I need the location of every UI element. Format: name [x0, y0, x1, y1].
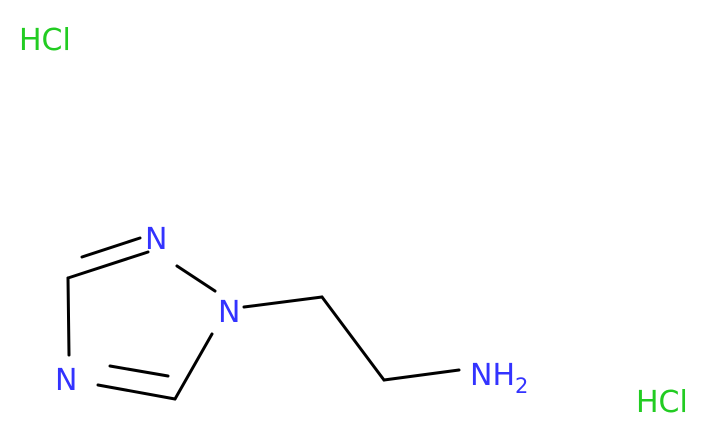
amine-nh-label: NH [470, 358, 515, 393]
hcl-label: HCl [19, 23, 71, 58]
bond-c5-n1 [173, 332, 214, 401]
bond-group [66, 236, 461, 401]
bond-n1-ch2 [242, 295, 324, 309]
bond-n4-c5-double [108, 364, 170, 378]
bond-n2-c3 [66, 250, 150, 280]
amine-subscript-label: 2 [515, 374, 528, 398]
amine-label: NH2 [470, 358, 528, 398]
bond-c3-n4 [66, 276, 71, 357]
bond-ch2-nh2 [382, 368, 461, 382]
bond-n4-c5 [96, 383, 177, 401]
bond-n2-c3-double [80, 236, 142, 259]
nitrogen-n1-label: N [218, 295, 240, 330]
bond-n1-n2 [175, 264, 217, 293]
hcl-label: HCl [636, 385, 688, 420]
nitrogen-n2-label: N [145, 222, 167, 257]
bond-ch2-ch2 [320, 295, 386, 382]
nitrogen-n4-label: N [55, 363, 77, 398]
